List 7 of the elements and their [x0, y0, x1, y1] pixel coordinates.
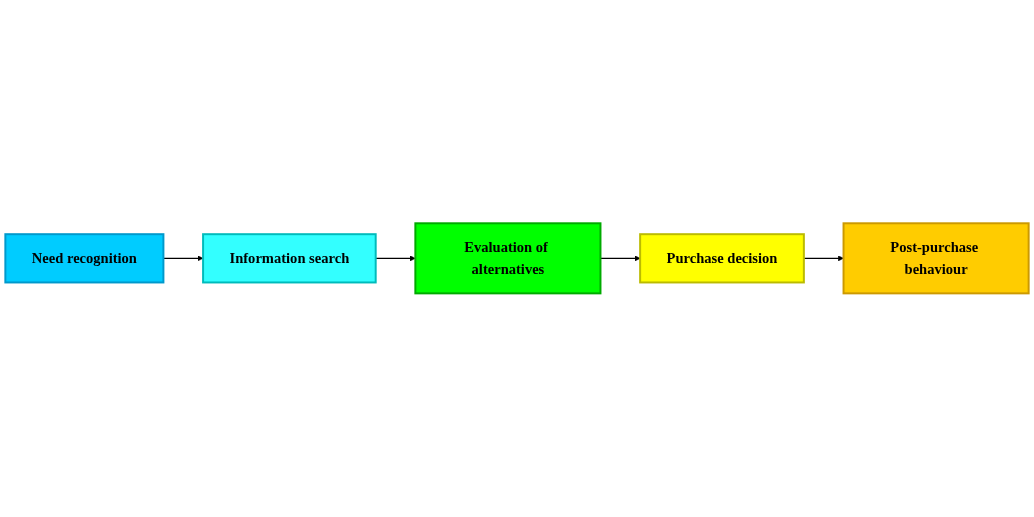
arrow	[803, 255, 844, 262]
node-box: Need recognition	[4, 233, 165, 284]
node-box: Post-purchase behaviour	[842, 222, 1030, 295]
node-box: Purchase decision	[639, 233, 805, 284]
node-box: Information search	[202, 233, 377, 284]
arrow	[375, 255, 416, 262]
node-box: Evaluation of alternatives	[414, 222, 602, 295]
